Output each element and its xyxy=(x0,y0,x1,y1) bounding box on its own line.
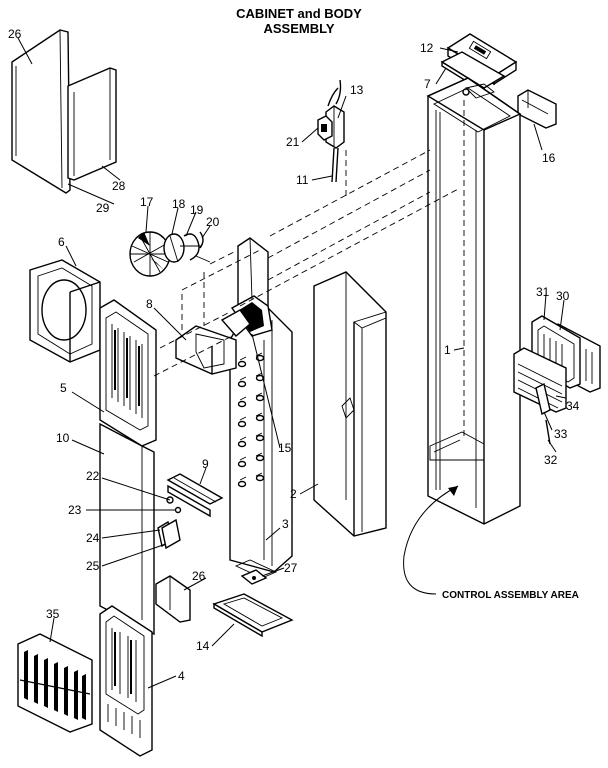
callout-19: 19 xyxy=(190,203,204,217)
callout-15: 15 xyxy=(278,441,292,455)
part-21-switch xyxy=(317,115,333,141)
callout-labels: 26 28 29 12 7 16 13 21 11 17 18 19 20 6 … xyxy=(8,27,580,683)
callout-5: 5 xyxy=(60,381,67,395)
leader-lines xyxy=(17,37,567,689)
part-19-mount xyxy=(180,233,202,261)
part-28-panel xyxy=(67,67,117,181)
callout-26-top: 26 xyxy=(8,27,22,41)
alignment-lines xyxy=(153,149,461,377)
title-line-2: ASSEMBLY xyxy=(263,21,335,36)
callout-14: 14 xyxy=(196,639,210,653)
callout-16: 16 xyxy=(542,151,556,165)
part-1-cabinet xyxy=(426,77,522,525)
callout-4: 4 xyxy=(178,669,185,683)
callout-21: 21 xyxy=(286,135,300,149)
part-6-blower-housing xyxy=(29,259,101,363)
part-22-screw xyxy=(166,496,174,504)
callout-8: 8 xyxy=(146,297,153,311)
callout-28: 28 xyxy=(112,179,126,193)
callout-23: 23 xyxy=(68,503,82,517)
callout-30: 30 xyxy=(556,289,570,303)
part-23-washer xyxy=(174,506,182,514)
callout-1: 1 xyxy=(444,343,451,357)
callout-35: 35 xyxy=(46,607,60,621)
control-assembly-area-label: CONTROL ASSEMBLY AREA xyxy=(442,590,579,601)
part-34-filter xyxy=(513,347,567,413)
part-4-lower-panel xyxy=(99,605,153,757)
part-18-motor xyxy=(163,233,185,263)
part-10-panel xyxy=(99,422,155,636)
callout-26: 26 xyxy=(192,569,206,583)
part-26-angle-bracket xyxy=(155,575,191,623)
part-16-cover xyxy=(517,89,557,129)
callout-9: 9 xyxy=(202,457,209,471)
part-2-partition xyxy=(313,271,387,537)
title-line-1: CABINET and BODY xyxy=(236,6,362,21)
part-20-clip xyxy=(195,231,211,263)
callout-10: 10 xyxy=(56,431,70,445)
callout-34: 34 xyxy=(566,399,580,413)
callout-3-right: 3 xyxy=(282,517,289,531)
callout-2: 2 xyxy=(290,487,297,501)
callout-17: 17 xyxy=(140,195,154,209)
part-26-side-panel xyxy=(11,29,71,194)
callout-22: 22 xyxy=(86,469,100,483)
part-5-upper-panel xyxy=(99,299,157,447)
part-35-grille xyxy=(17,633,93,733)
callout-12: 12 xyxy=(420,41,434,55)
part-9-bracket xyxy=(166,473,224,518)
callout-7: 7 xyxy=(424,77,431,91)
part-17-blower-wheel xyxy=(129,231,171,277)
callout-27: 27 xyxy=(284,561,298,575)
callout-18: 18 xyxy=(172,197,186,211)
callout-29: 29 xyxy=(96,201,110,215)
part-32-strip xyxy=(545,419,551,445)
callout-24: 24 xyxy=(86,531,100,545)
callout-32: 32 xyxy=(544,453,558,467)
part-33-bracket xyxy=(535,382,551,416)
callout-11: 11 xyxy=(296,173,309,187)
part-11-tube xyxy=(331,147,339,183)
callout-33: 33 xyxy=(554,427,568,441)
callout-6: 6 xyxy=(58,235,65,249)
callout-13: 13 xyxy=(350,83,364,97)
part-8-duct-box xyxy=(175,249,261,375)
part-14-base-plate xyxy=(212,593,294,638)
callout-31: 31 xyxy=(536,285,550,299)
part-27-bracket xyxy=(240,569,268,585)
callout-20: 20 xyxy=(206,215,220,229)
callout-25: 25 xyxy=(86,559,100,573)
part-25-plate xyxy=(161,518,181,550)
diagram-title: CABINET and BODY ASSEMBLY xyxy=(0,6,608,36)
